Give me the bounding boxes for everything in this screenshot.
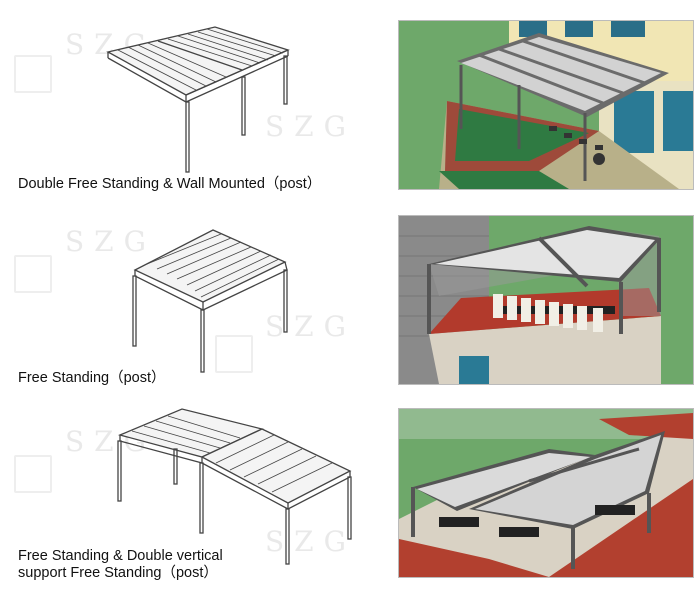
- pergola-sketch-double-vertical: [117, 408, 352, 565]
- render-free-standing-rooftop: [398, 215, 694, 385]
- watermark: SZG: [65, 225, 157, 258]
- pergola-sketch-free-standing: [132, 229, 288, 373]
- watermark-logo-icon: [215, 335, 253, 373]
- caption-double-free-standing-wall-mounted: Double Free Standing & Wall Mounted（post…: [18, 176, 322, 192]
- caption-free-standing: Free Standing（post）: [18, 370, 166, 386]
- caption-free-standing-double-vertical-line2: support Free Standing（post）: [18, 565, 218, 581]
- watermark: SZG: [265, 310, 357, 343]
- watermark-logo-icon: [14, 55, 52, 93]
- render-wall-mounted-terrace: [398, 20, 694, 190]
- watermark: SZG: [265, 110, 357, 143]
- caption-free-standing-double-vertical-line1: Free Standing & Double vertical: [18, 548, 223, 564]
- watermark: SZG: [265, 525, 357, 558]
- pergola-sketch-double-wall-mounted: [106, 26, 290, 173]
- watermark-logo-icon: [14, 255, 52, 293]
- render-double-vertical-tiled-roof: [398, 408, 694, 578]
- watermark-logo-icon: [14, 455, 52, 493]
